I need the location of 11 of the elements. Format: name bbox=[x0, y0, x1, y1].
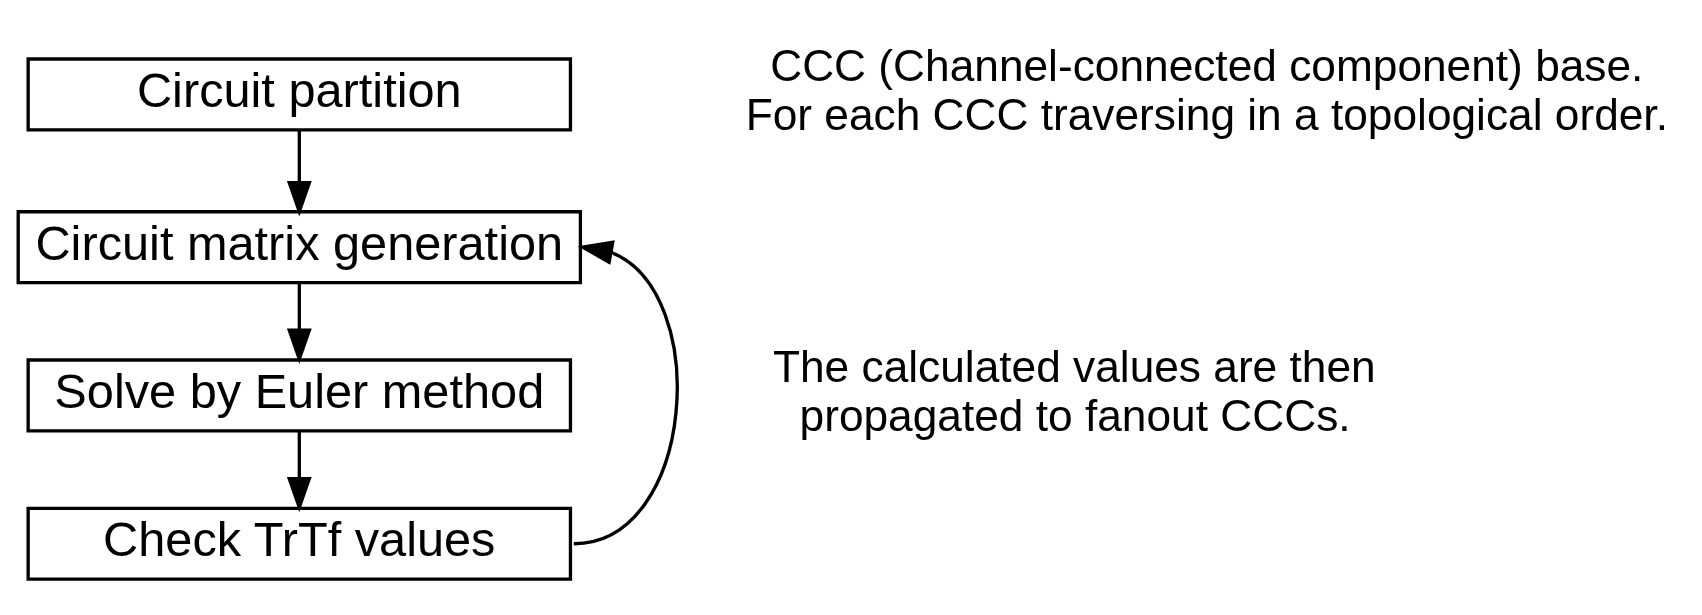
arrow bbox=[286, 430, 312, 512]
node-box: Solve by Euler method bbox=[26, 357, 573, 432]
node-box: Check TrTf values bbox=[26, 506, 573, 581]
node-box: Circuit partition bbox=[26, 56, 573, 131]
node-label: CCC (Channel-connected component) base. bbox=[770, 40, 1644, 90]
arrow bbox=[573, 239, 679, 545]
node-label: For each CCC traversing in a topological order. bbox=[745, 89, 1668, 139]
arrow bbox=[286, 129, 312, 216]
edge-label: The calculated values are then propagated to fanout CCCs. bbox=[772, 341, 1376, 440]
node-box: Circuit matrix generation bbox=[16, 209, 583, 284]
arrow bbox=[286, 282, 312, 364]
